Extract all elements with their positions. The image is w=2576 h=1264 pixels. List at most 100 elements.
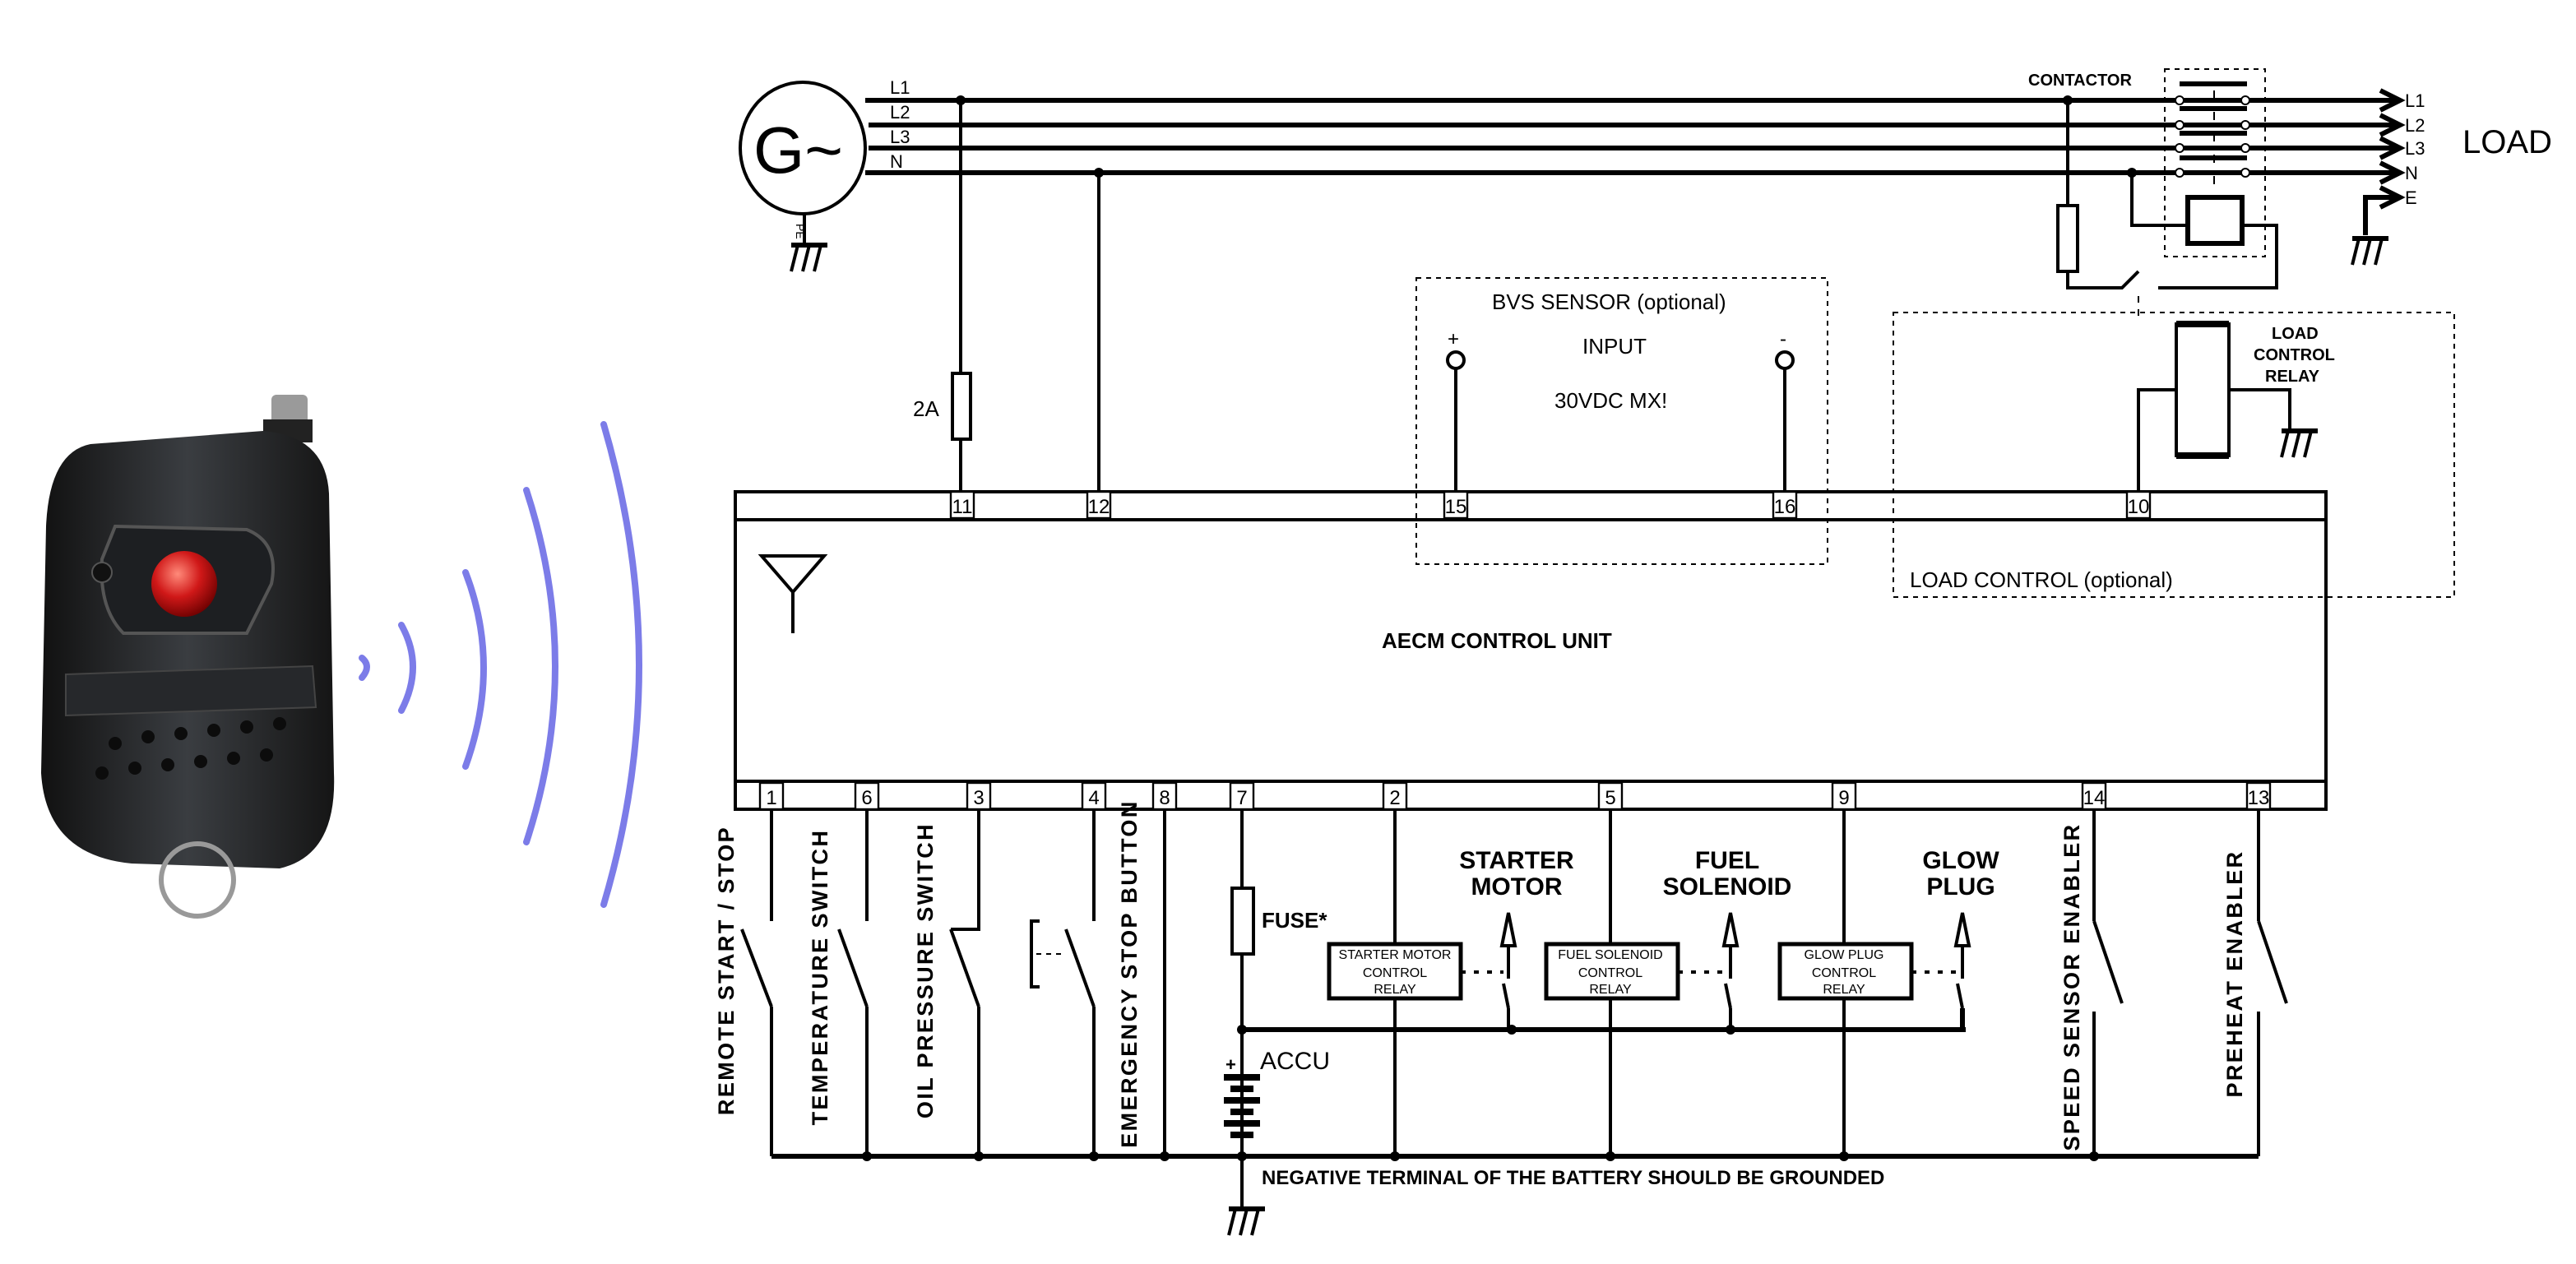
svg-text:L3: L3: [890, 127, 910, 147]
svg-text:+: +: [1225, 1054, 1236, 1075]
relay-box: [1777, 942, 1914, 1001]
svg-text:N: N: [890, 151, 903, 172]
relay-label: RELAY: [1374, 983, 1416, 997]
power-circuit: FUSE* + ACCU NEGATIVE TERMINAL OF THE BA…: [1224, 809, 1966, 1235]
generator-symbol: G~: [753, 113, 843, 187]
relay-box: [1544, 942, 1680, 1001]
terminal-number: 1: [766, 787, 776, 809]
output-title: SOLENOID: [1663, 873, 1792, 901]
remote-start-stop-label: REMOTE START / STOP: [714, 826, 739, 1115]
terminal-number: 5: [1605, 787, 1615, 809]
relay-label: RELAY: [1589, 983, 1632, 997]
terminal: 12: [1086, 490, 1112, 520]
svg-text:RELAY: RELAY: [2265, 368, 2320, 386]
relay-label: STARTER MOTOR: [1339, 948, 1452, 962]
terminal: 15: [1443, 490, 1469, 520]
terminal: 9: [1831, 781, 1857, 811]
relay-label: GLOW PLUG: [1805, 948, 1884, 962]
terminal: 11: [949, 490, 975, 520]
terminal-number: 6: [861, 787, 872, 809]
speed-sensor-enabler-label: SPEED SENSOR ENABLER: [2059, 822, 2084, 1151]
terminal-number: 4: [1088, 787, 1099, 809]
terminal-box: [1081, 781, 1107, 811]
relay-label: RELAY: [1823, 983, 1865, 997]
terminal-number: 14: [2083, 787, 2106, 809]
terminal: 8: [1151, 781, 1178, 811]
terminal-box: [1831, 781, 1857, 811]
output-title: STARTER: [1459, 847, 1574, 874]
contactor: CONTACTOR: [2028, 68, 2278, 321]
terminal-box: [1086, 490, 1112, 520]
remote-button: [151, 551, 217, 617]
svg-text:L2: L2: [2405, 115, 2425, 136]
terminal: 16: [1772, 490, 1798, 520]
control-unit: AECM CONTROL UNIT: [734, 490, 2328, 811]
terminal: 1: [758, 781, 785, 811]
top-terminals: 11 12 15 16 10: [949, 490, 2152, 520]
terminal-number: 12: [1088, 496, 1110, 518]
terminal: 10: [2125, 490, 2152, 520]
relay-box: [1327, 942, 1463, 1001]
temperature-switch-label: TEMPERATURE SWITCH: [808, 829, 832, 1126]
terminal-number: 7: [1236, 787, 1247, 809]
antenna-icon: [758, 554, 828, 633]
svg-text:-: -: [1780, 328, 1786, 350]
terminal-box: [854, 781, 880, 811]
fuse-label: FUSE*: [1262, 908, 1327, 933]
terminal: 4: [1081, 781, 1107, 811]
bvs-sensor: BVS SENSOR (optional) + - INPUT 30VDC MX…: [1415, 277, 1828, 565]
terminal-number: 3: [973, 787, 984, 809]
terminal-box: [1443, 490, 1469, 520]
ground-note: NEGATIVE TERMINAL OF THE BATTERY SHOULD …: [1262, 1167, 1884, 1189]
input-switches: [740, 809, 2288, 1161]
oil-pressure-switch-label: OIL PRESSURE SWITCH: [913, 822, 938, 1118]
remote-control-image: [41, 395, 335, 919]
preheat-enabler-label: PREHEAT ENABLER: [2222, 850, 2247, 1097]
output-title: PLUG: [1926, 873, 1995, 901]
battery-icon: [1224, 1074, 1260, 1138]
terminal-number: 2: [1389, 787, 1400, 809]
svg-text:BVS SENSOR (optional): BVS SENSOR (optional): [1492, 289, 1726, 314]
relay-label: FUEL SOLENOID: [1558, 948, 1662, 962]
terminal: 3: [966, 781, 992, 811]
terminal-number: 16: [1774, 496, 1796, 518]
terminal-number: 15: [1445, 496, 1467, 518]
svg-text:INPUT: INPUT: [1582, 334, 1647, 359]
svg-text:E: E: [2405, 188, 2417, 208]
svg-text:L1: L1: [890, 77, 910, 98]
terminal: 14: [2081, 781, 2107, 811]
terminal-number: 8: [1159, 787, 1170, 809]
terminal-number: 9: [1838, 787, 1849, 809]
radio-waves: [359, 421, 642, 908]
terminal: 2: [1382, 781, 1408, 811]
load-control: LOAD CONTROL (optional) LOAD CONTROL REL…: [1893, 312, 2455, 598]
arrow-up-icon: [1721, 912, 1740, 947]
phase-lines: L1 L2 L3 N 2A: [865, 77, 2395, 493]
fuse-2a-label: 2A: [913, 396, 939, 421]
input-labels: REMOTE START / STOP TEMPERATURE SWITCH O…: [714, 799, 2247, 1151]
terminal-box: [2125, 490, 2152, 520]
svg-text:30VDC MX!: 30VDC MX!: [1554, 388, 1667, 413]
load-outputs: [2363, 88, 2406, 235]
terminal-number: 11: [952, 496, 973, 518]
terminal: 7: [1229, 781, 1255, 811]
terminal-box: [1151, 781, 1178, 811]
svg-text:L2: L2: [890, 102, 910, 123]
terminal-box: [1597, 781, 1624, 811]
output-title: FUEL: [1695, 847, 1759, 874]
output-title: MOTOR: [1471, 873, 1562, 901]
relay-label: CONTROL: [1363, 966, 1427, 980]
output-title: GLOW: [1922, 847, 1999, 874]
arrow-up-icon: [1953, 912, 1971, 947]
svg-text:LOAD CONTROL (optional): LOAD CONTROL (optional): [1910, 567, 2173, 592]
terminal: 5: [1597, 781, 1624, 811]
terminal-box: [1772, 490, 1798, 520]
svg-text:+: +: [1448, 328, 1459, 350]
svg-text:L1: L1: [2405, 90, 2425, 111]
terminal: 6: [854, 781, 880, 811]
relay-label: CONTROL: [1812, 966, 1876, 980]
